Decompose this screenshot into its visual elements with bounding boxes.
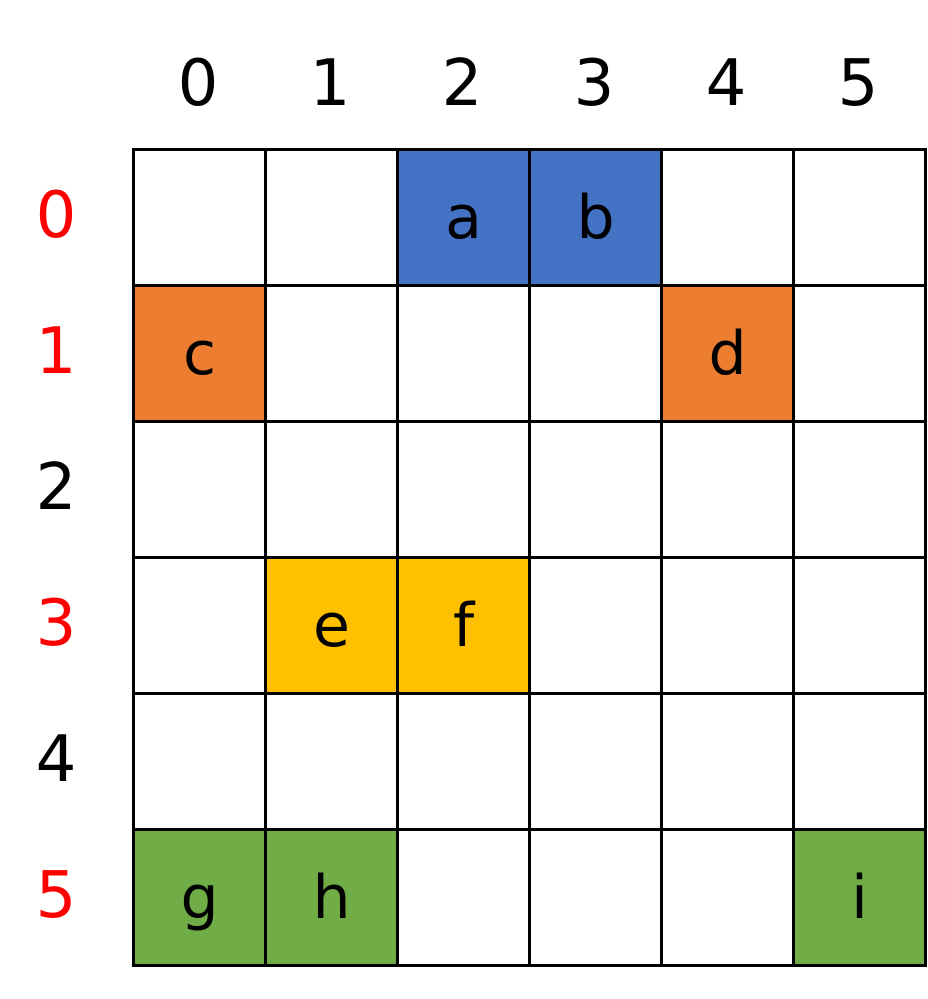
filled-grid-cell: c	[135, 287, 267, 423]
grid-cell	[795, 559, 927, 695]
filled-grid-cell: a	[399, 151, 531, 287]
column-label: 3	[573, 47, 615, 121]
grid-cell	[795, 423, 927, 559]
grid-cell	[663, 423, 795, 559]
cell-letter: e	[313, 590, 350, 661]
filled-grid-cell: e	[267, 559, 399, 695]
cell-letter: f	[452, 590, 475, 661]
row-label: 2	[35, 451, 77, 525]
grid-cell	[663, 695, 795, 831]
grid-cell	[135, 423, 267, 559]
filled-grid-cell: h	[267, 831, 399, 967]
grid-cell	[399, 831, 531, 967]
column-label: 5	[837, 47, 879, 121]
row-label: 1	[35, 315, 77, 389]
filled-grid-cell: d	[663, 287, 795, 423]
grid-cell	[399, 695, 531, 831]
column-label: 2	[441, 47, 483, 121]
grid-cell	[399, 287, 531, 423]
grid-cell	[531, 287, 663, 423]
row-label: 3	[35, 587, 77, 661]
column-label: 1	[309, 47, 351, 121]
grid-cell	[267, 287, 399, 423]
grid-cell	[135, 695, 267, 831]
grid-cell	[531, 831, 663, 967]
filled-grid-cell: i	[795, 831, 927, 967]
grid-cell	[267, 151, 399, 287]
grid-cell	[795, 151, 927, 287]
grid-cell	[267, 423, 399, 559]
cell-letter: b	[576, 182, 615, 253]
grid-cell	[663, 831, 795, 967]
row-label: 4	[35, 723, 77, 797]
cell-letter: h	[312, 862, 351, 933]
grid-cell	[795, 287, 927, 423]
grid-cell	[135, 151, 267, 287]
cell-letter: a	[445, 182, 482, 253]
filled-grid-cell: f	[399, 559, 531, 695]
grid-cell	[135, 559, 267, 695]
grid-cell	[531, 695, 663, 831]
row-label: 0	[35, 179, 77, 253]
grid: a b c d e f g h i	[132, 148, 927, 967]
column-label: 4	[705, 47, 747, 121]
row-label: 5	[35, 859, 77, 933]
grid-cell	[531, 423, 663, 559]
grid-cell	[267, 695, 399, 831]
filled-grid-cell: g	[135, 831, 267, 967]
cell-letter: g	[180, 862, 219, 933]
grid-cell	[663, 559, 795, 695]
cell-letter: i	[851, 862, 868, 933]
filled-grid-cell: b	[531, 151, 663, 287]
grid-cell	[795, 695, 927, 831]
column-label: 0	[177, 47, 219, 121]
grid-cell	[663, 151, 795, 287]
cell-letter: d	[708, 318, 747, 389]
cell-letter: c	[183, 318, 216, 389]
grid-cell	[399, 423, 531, 559]
grid-cell	[531, 559, 663, 695]
